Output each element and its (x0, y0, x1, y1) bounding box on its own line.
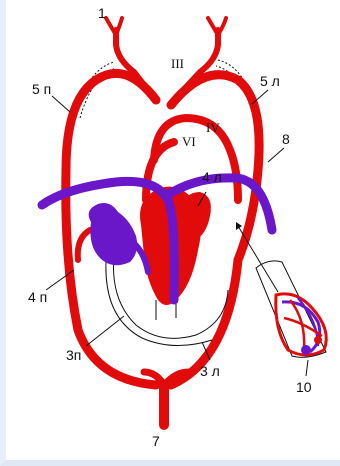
label-7: 7 (152, 433, 160, 449)
label-4l: 4 л (202, 169, 222, 185)
label-vi: VI (182, 134, 196, 149)
label-1: 1 (98, 5, 106, 21)
leader-8 (268, 148, 284, 162)
arrow-to-capillary (238, 226, 278, 292)
leader-5p (52, 96, 70, 112)
leader-10 (306, 360, 308, 376)
label-3l: 3 л (200, 363, 220, 379)
leader-3p (86, 316, 124, 346)
arrow-head (236, 222, 242, 230)
label-4p: 4 п (28, 289, 47, 305)
left-carotid-branch-a (106, 18, 116, 35)
label-10: 10 (296, 379, 312, 395)
label-iv: IV (206, 120, 220, 135)
right-carotid-branch-a (208, 18, 218, 35)
label-5l: 5 л (260, 73, 280, 89)
label-3p: 3п (66, 347, 81, 363)
label-5p: 5 п (32, 81, 51, 97)
capillary-bed-10 (256, 261, 326, 357)
circulatory-diagram: 1 III 5 п 5 л IV VI 8 4 л 4 п 3п 3 л 10 … (6, 0, 340, 466)
left-carotid-branch-b (116, 18, 122, 35)
heart-right-atrium (89, 203, 137, 265)
right-carotid-branch-b (218, 18, 226, 35)
label-8: 8 (282, 131, 290, 147)
artery-to-4p (78, 230, 90, 260)
label-iii: III (171, 56, 184, 71)
